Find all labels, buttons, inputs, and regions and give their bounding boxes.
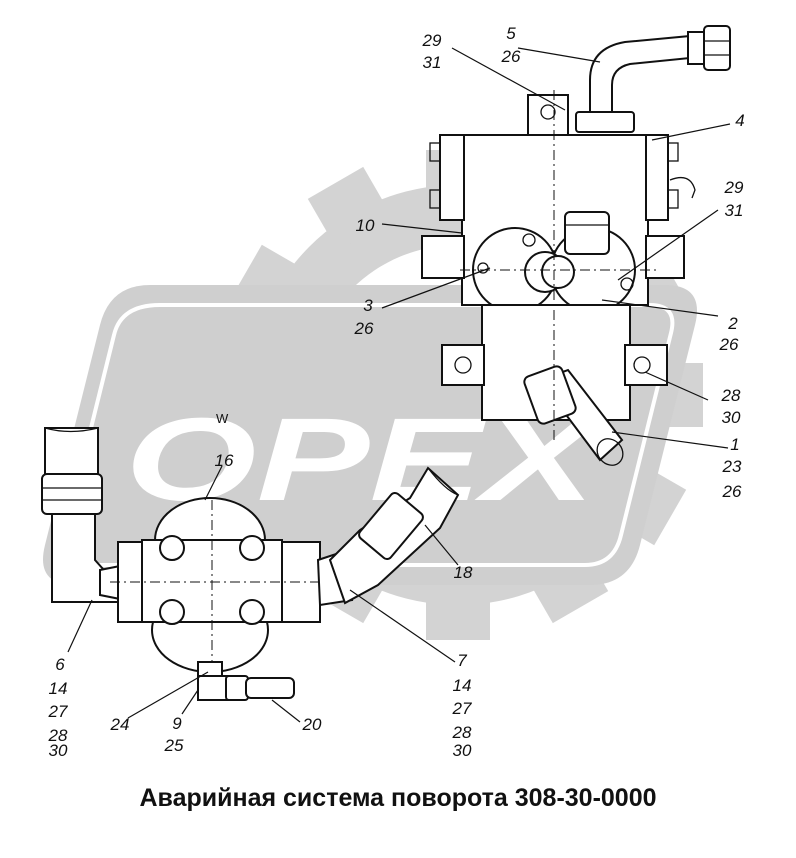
angled-fitting [523, 365, 624, 466]
pipe-flange [575, 111, 635, 133]
callout-18: 18 [454, 563, 473, 582]
callout-20: 20 [302, 715, 322, 734]
gear-tooth [307, 166, 394, 251]
top-bracket [527, 94, 569, 136]
callout-10: 10 [356, 216, 375, 235]
callout-24: 24 [110, 715, 130, 734]
watermark-small-mark: W [216, 411, 229, 426]
pump-assembly [41, 427, 460, 701]
callout-4: 4 [735, 111, 744, 130]
right-hose [328, 466, 460, 605]
side-tube [669, 176, 696, 199]
gear-tooth [426, 580, 490, 640]
left-hose [41, 427, 121, 603]
leader-lines [67, 47, 731, 723]
top-pipe [589, 25, 731, 119]
port-fitting [564, 211, 610, 255]
callout-16: 16 [215, 451, 234, 470]
drawing-title: Аварийная система поворота 308-30-0000 [139, 784, 657, 812]
bottom-drain-hose [197, 675, 295, 701]
valve-block-assembly [421, 25, 731, 466]
